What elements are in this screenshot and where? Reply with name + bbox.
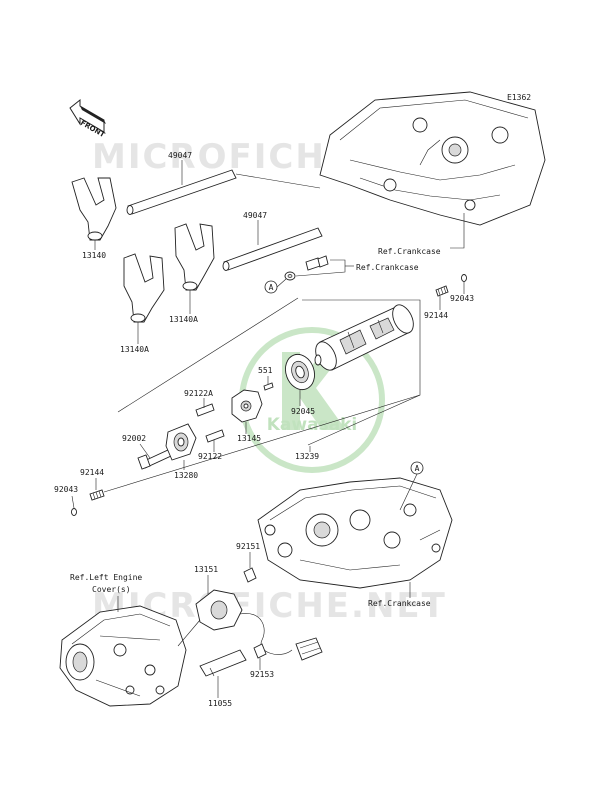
part-13151: 13151 [194, 565, 218, 574]
shift-fork-13140 [71, 177, 117, 241]
pin-92043-right [461, 274, 467, 282]
part-13145: 13145 [237, 434, 261, 443]
part-49047-lower: 49047 [243, 211, 267, 220]
part-13140a-left: 13140A [120, 345, 149, 354]
part-13140a-right: 13140A [169, 315, 198, 324]
part-13239: 13239 [295, 452, 319, 461]
pin-92122 [205, 429, 225, 443]
part-13280: 13280 [174, 471, 198, 480]
part-49047-upper: 49047 [168, 151, 192, 160]
bearing-92045 [285, 353, 315, 391]
bolt-92002 [137, 449, 172, 470]
part-92043-right: 92043 [450, 294, 474, 303]
spring-92144-left [89, 489, 105, 501]
part-11055: 11055 [208, 699, 232, 708]
clamp-11055 [199, 649, 247, 677]
upper-crankcase [319, 91, 546, 226]
part-551: 551 [258, 366, 273, 375]
callout-a-lower: A [410, 461, 424, 475]
pin-551 [263, 382, 274, 391]
part-92002: 92002 [122, 434, 146, 443]
bolt-92151 [243, 567, 257, 583]
part-13140: 13140 [82, 251, 106, 260]
part-92122: 92122 [198, 452, 222, 461]
callout-a-upper: A [264, 280, 278, 294]
shift-fork-13140a-left [123, 253, 165, 323]
left-engine-cover [59, 605, 187, 707]
ref-left-engine-line2: Cover(s) [92, 585, 131, 594]
part-92043-left: 92043 [54, 485, 78, 494]
ref-crankcase-3: Ref.Crankcase [368, 599, 431, 608]
pin-92043-left [71, 508, 77, 516]
part-92144-left: 92144 [80, 468, 104, 477]
shift-rod-upper [126, 169, 237, 215]
part-92045: 92045 [291, 407, 315, 416]
holder-13280 [165, 423, 197, 461]
ref-crankcase-2: Ref.Crankcase [356, 263, 419, 272]
part-92122a: 92122A [184, 389, 213, 398]
part-92144-right: 92144 [424, 311, 448, 320]
svg-text:A: A [415, 464, 420, 473]
pin-92122a [195, 403, 215, 417]
logo-wordmark: Kawasaki [267, 415, 358, 435]
ref-left-engine-line1: Ref.Left Engine [70, 573, 142, 582]
bolt-92153 [253, 643, 267, 659]
svg-text:A: A [269, 283, 274, 292]
ref-crankcase-1: Ref.Crankcase [378, 247, 441, 256]
shift-drum [314, 304, 414, 371]
shift-cam-13145 [231, 389, 263, 423]
shift-fork-13140a-right [174, 223, 215, 291]
part-92151: 92151 [236, 542, 260, 551]
front-arrow-icon: FRONT [69, 98, 106, 139]
lower-crankcase [257, 477, 453, 589]
diagram-code: E1362 [507, 93, 531, 102]
part-92153: 92153 [250, 670, 274, 679]
crankcase-bolt [305, 255, 329, 271]
gear-position-sensor [195, 589, 323, 661]
spring-92144-right [435, 285, 449, 297]
shift-rod-lower [222, 227, 323, 271]
crankcase-washer [284, 271, 296, 281]
